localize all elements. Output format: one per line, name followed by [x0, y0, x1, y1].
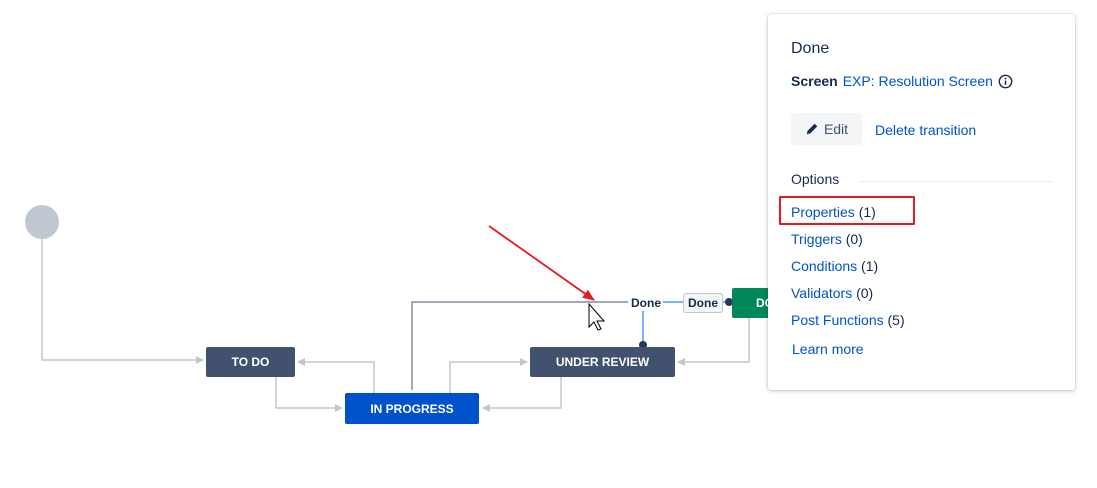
transition-todo-inprogress[interactable]	[275, 377, 343, 412]
pencil-icon	[806, 123, 818, 135]
status-todo-label: TO DO	[231, 355, 270, 369]
screen-row: Screen EXP: Resolution Screen	[791, 73, 1013, 89]
option-triggers: Triggers (0)	[791, 230, 905, 257]
option-conditions-link[interactable]: Conditions	[791, 258, 858, 274]
options-heading: Options	[791, 171, 840, 187]
info-icon[interactable]	[998, 74, 1013, 89]
edit-button-label: Edit	[823, 121, 849, 137]
transition-start-todo[interactable]	[41, 239, 204, 364]
status-under-review[interactable]: UNDER REVIEW	[530, 347, 675, 377]
panel-title: Done	[791, 40, 830, 57]
transition-inprogress-todo[interactable]	[297, 358, 375, 393]
option-properties-link[interactable]: Properties	[791, 204, 855, 220]
option-triggers-link[interactable]: Triggers	[791, 231, 842, 247]
option-validators-link[interactable]: Validators	[791, 285, 853, 301]
option-conditions: Conditions (1)	[791, 257, 905, 284]
transition-details-panel: Done Screen EXP: Resolution Screen Edit …	[768, 14, 1075, 390]
option-triggers-count: (0)	[845, 231, 863, 247]
screen-label: Screen	[791, 73, 838, 89]
transition-inprogress-review[interactable]	[449, 358, 528, 393]
status-under-review-label: UNDER REVIEW	[555, 355, 650, 369]
transition-label-done[interactable]: Done	[629, 295, 663, 311]
option-properties-count: (1)	[858, 204, 876, 220]
delete-transition-link[interactable]: Delete transition	[875, 122, 977, 138]
option-validators-count: (0)	[856, 285, 874, 301]
transition-label-done-selected[interactable]: Done	[683, 293, 723, 313]
option-post-functions-link[interactable]: Post Functions	[791, 312, 884, 328]
edit-button[interactable]: Edit	[791, 113, 862, 145]
option-properties: Properties (1)	[791, 203, 905, 230]
annotation-arrow	[488, 225, 595, 301]
start-node[interactable]	[25, 205, 59, 239]
mouse-cursor-icon	[588, 302, 606, 331]
transition-review-inprogress[interactable]	[482, 377, 562, 412]
option-validators: Validators (0)	[791, 284, 905, 311]
screen-link[interactable]: EXP: Resolution Screen	[842, 73, 993, 89]
transition-endpoint[interactable]	[725, 298, 733, 306]
options-divider	[859, 181, 1053, 182]
learn-more-link[interactable]: Learn more	[792, 341, 864, 357]
transition-inprogress-done[interactable]	[411, 301, 628, 390]
status-in-progress-label: IN PROGRESS	[370, 401, 454, 416]
option-conditions-count: (1)	[861, 258, 879, 274]
status-in-progress[interactable]: IN PROGRESS	[345, 393, 479, 424]
option-post-functions: Post Functions (5)	[791, 311, 905, 338]
status-todo[interactable]: TO DO	[206, 347, 295, 377]
option-post-functions-count: (5)	[887, 312, 905, 328]
options-list: Properties (1) Triggers (0) Conditions (…	[791, 203, 905, 338]
transition-done-review[interactable]	[677, 318, 750, 366]
